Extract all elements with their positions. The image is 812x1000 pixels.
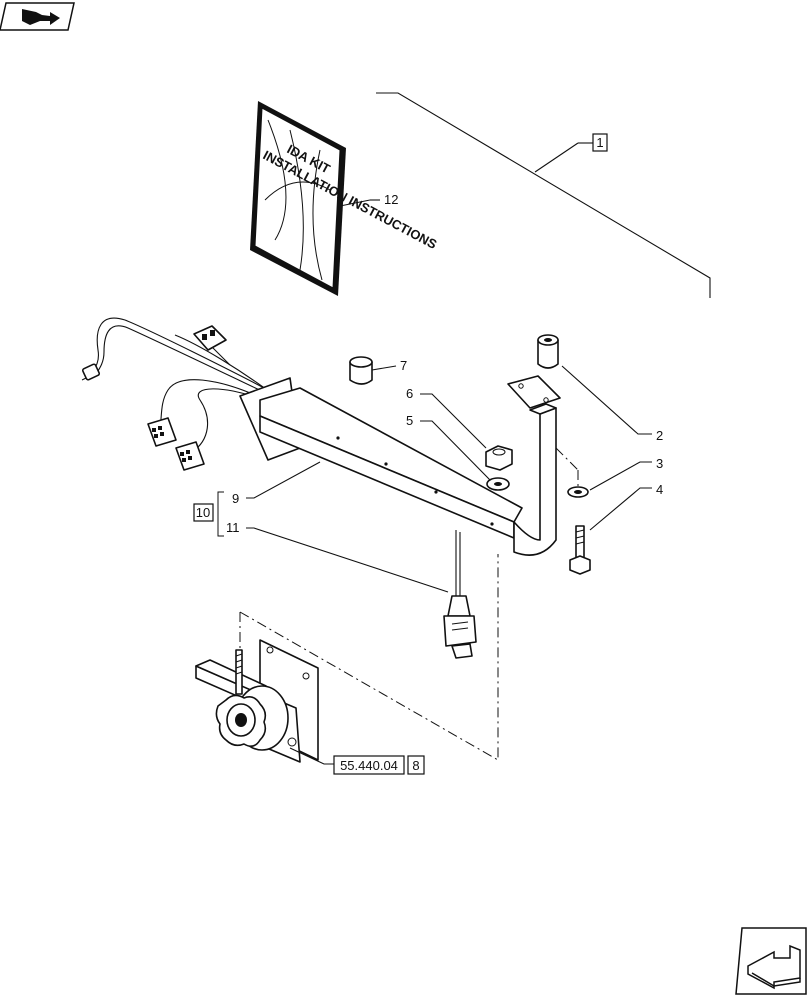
harness-plug-end xyxy=(81,363,101,381)
bolt-item-4: 4 xyxy=(569,482,663,575)
kit-leader: 1 xyxy=(376,92,711,298)
callout-box-10 xyxy=(193,503,214,522)
callout-7: 7 xyxy=(400,358,407,373)
callout-4: 4 xyxy=(656,482,663,497)
next-page-arrow-icon[interactable] xyxy=(735,927,807,995)
sensor-plug xyxy=(443,595,477,659)
callout-3: 3 xyxy=(656,456,663,471)
harness-connector-a xyxy=(147,417,177,447)
callout-9: 9 xyxy=(232,491,239,506)
spacer-item-2: 2 xyxy=(537,334,663,443)
washer-item-3: 3 xyxy=(567,456,663,498)
instruction-booklet: IDA KIT INSTALLATION INSTRUCTIONS 12 xyxy=(250,101,440,296)
callout-10: 10 xyxy=(196,505,210,520)
callout-2: 2 xyxy=(656,428,663,443)
previous-page-arrow-icon[interactable] xyxy=(0,2,75,31)
callout-group-10: 9 11 10 xyxy=(193,461,449,593)
nut-item-6: 6 xyxy=(406,386,513,471)
callout-5: 5 xyxy=(406,413,413,428)
reference-box[interactable] xyxy=(333,755,405,775)
callout-12: 12 xyxy=(384,192,398,207)
reference-code[interactable]: 55.440.04 xyxy=(340,758,398,773)
harness-connector-b xyxy=(175,441,205,471)
wiring-harness xyxy=(81,317,271,471)
callout-6: 6 xyxy=(406,386,413,401)
washer-item-5: 5 xyxy=(406,413,510,491)
reference-item: 8 xyxy=(412,758,419,773)
callout-11: 11 xyxy=(226,520,240,535)
callout-box-1 xyxy=(592,133,608,152)
mounting-bracket xyxy=(239,375,561,659)
centerline-bolt xyxy=(555,447,579,471)
cap-item-7: 7 xyxy=(349,356,407,385)
reference-item-box xyxy=(407,755,425,775)
callout-1: 1 xyxy=(596,135,603,150)
harness-top-connector xyxy=(193,325,227,351)
sensor-unit-item-8: 55.440.04 8 xyxy=(195,639,425,775)
